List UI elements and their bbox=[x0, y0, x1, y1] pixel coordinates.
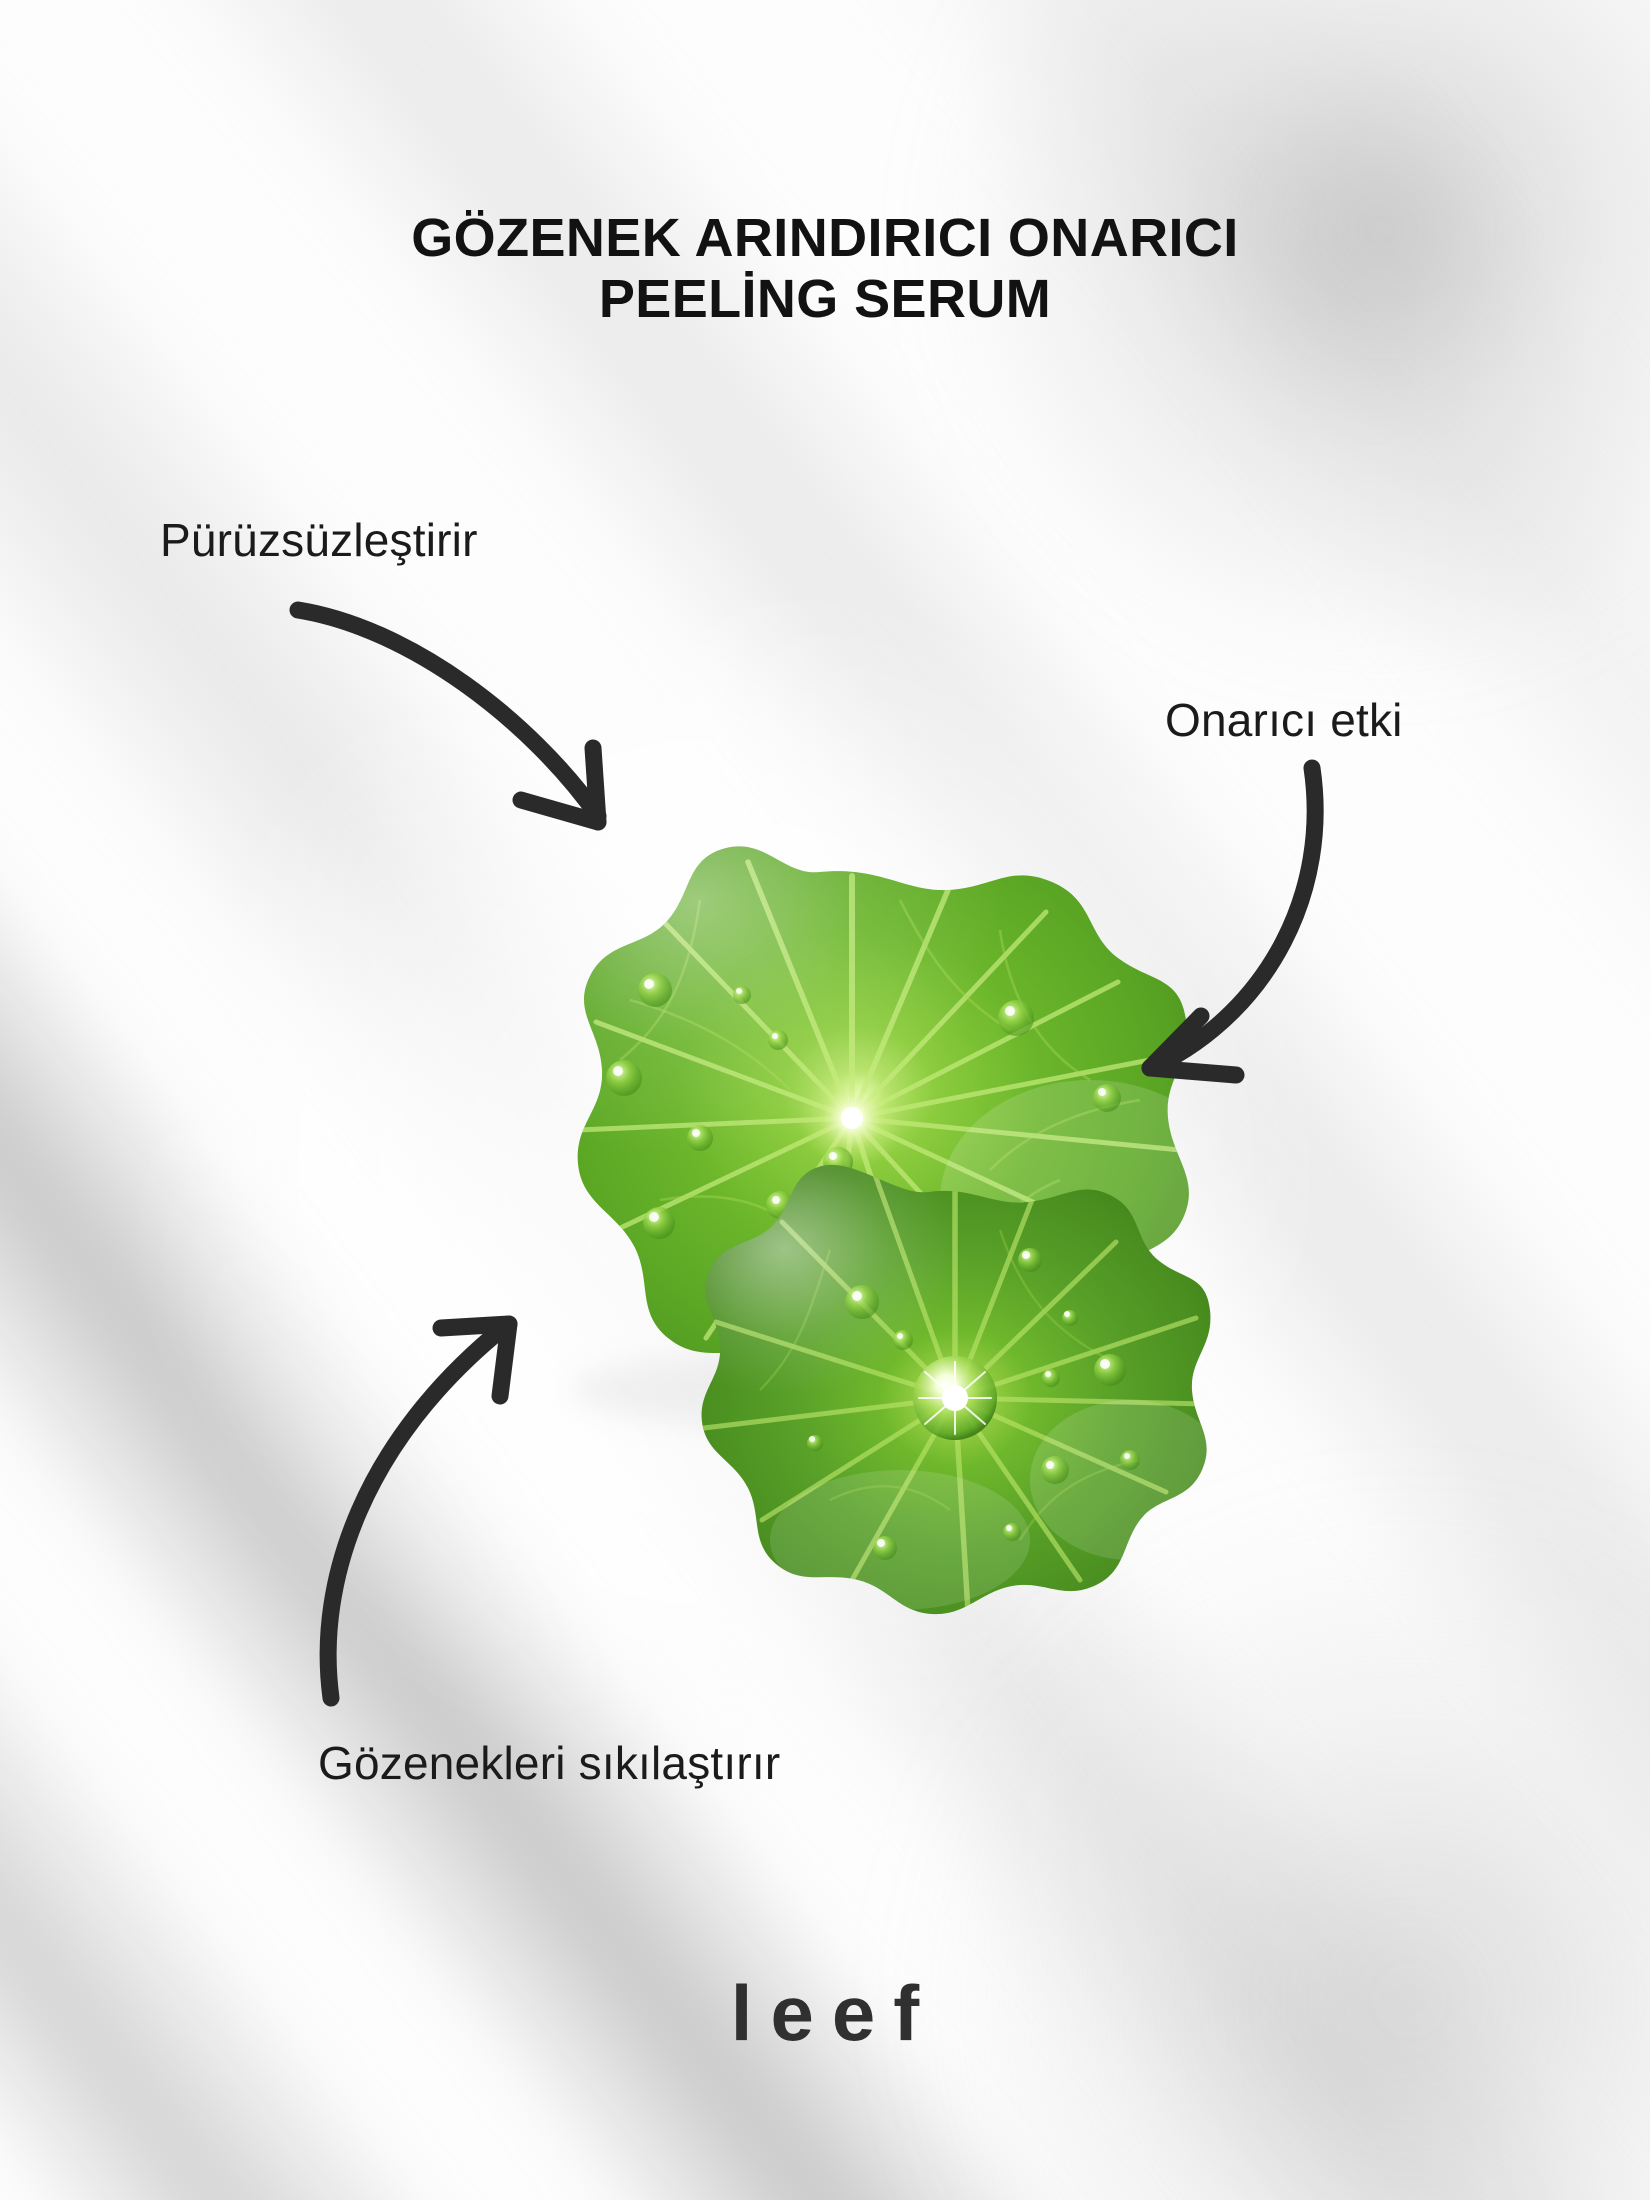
center-droplet bbox=[913, 1356, 997, 1440]
page-title: GÖZENEK ARINDIRICI ONARICI PEELİNG SERUM bbox=[411, 208, 1239, 330]
background-shadow-top-right bbox=[930, 0, 1650, 680]
callout-label-pores: Gözenekleri sıkılaştırır bbox=[318, 1737, 781, 1789]
callout-label-smooth: Pürüzsüzleştirir bbox=[160, 514, 478, 566]
water-droplets-lower bbox=[807, 1248, 1140, 1560]
callout-label-repair: Onarıcı etki bbox=[1165, 694, 1403, 746]
brand-logo: leef bbox=[730, 1969, 938, 2057]
leaf-lower bbox=[701, 1164, 1211, 1615]
